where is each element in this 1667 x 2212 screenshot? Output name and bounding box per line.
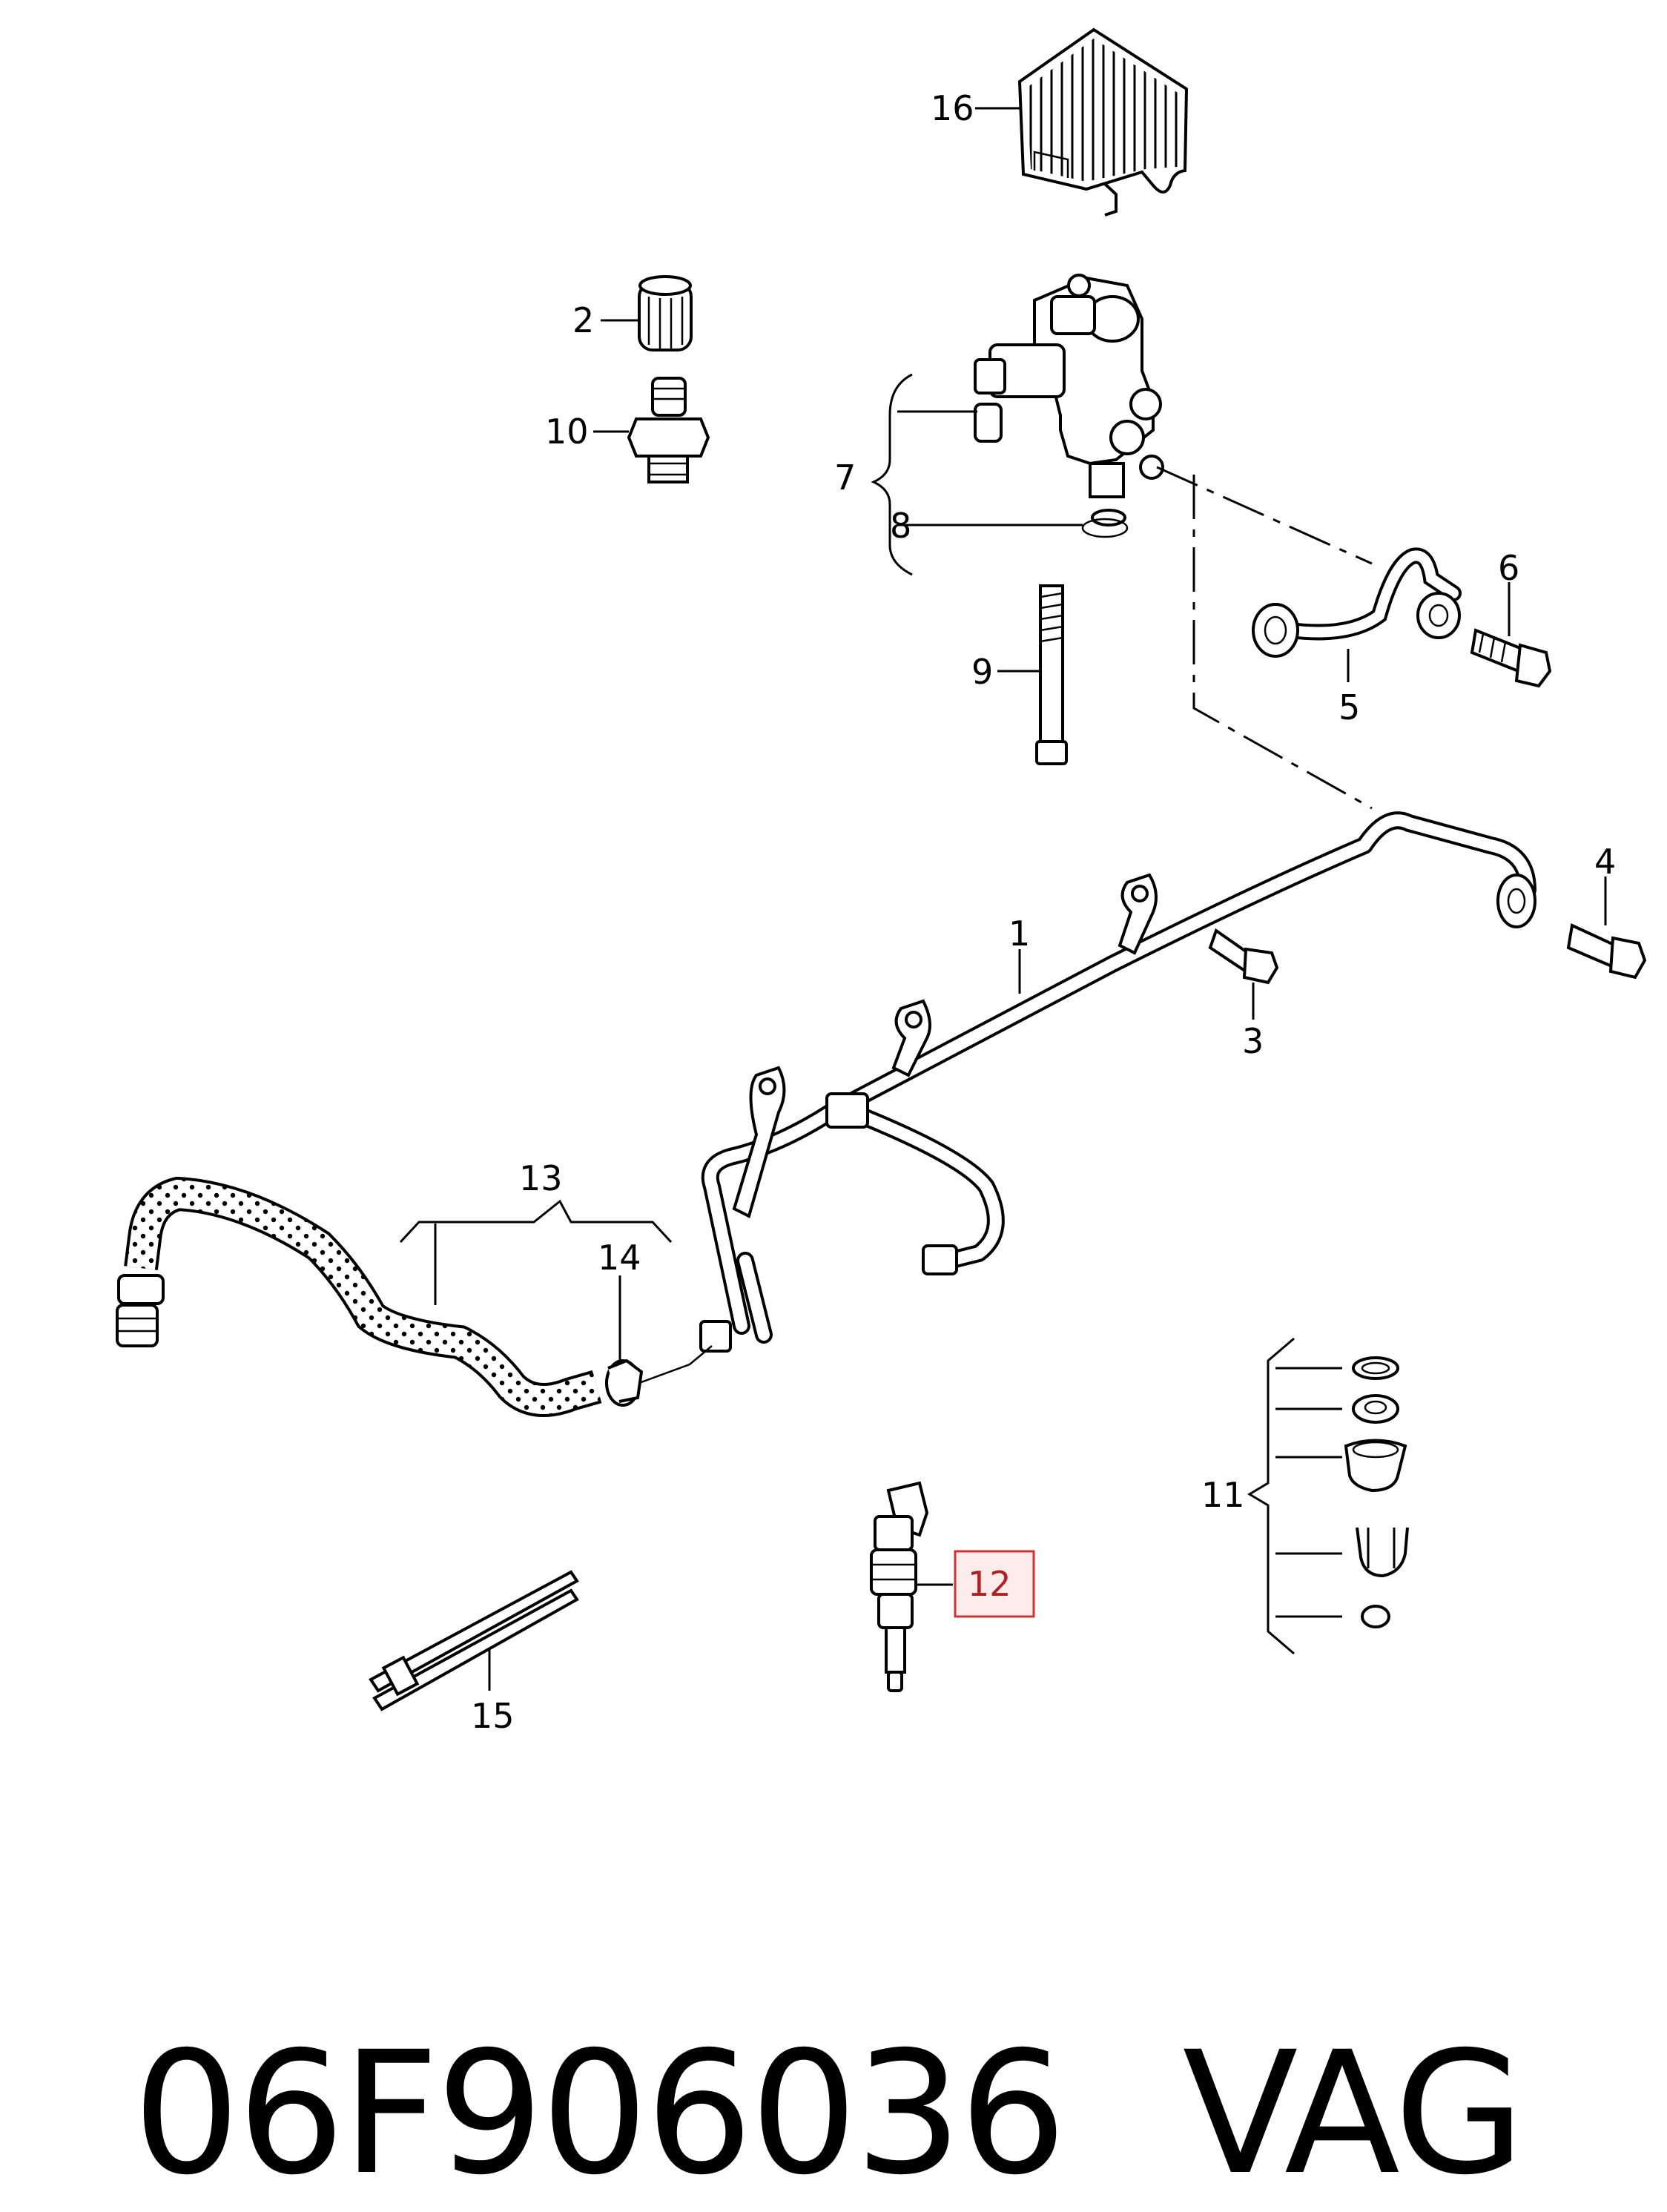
- callout-16: 16: [931, 88, 974, 128]
- part-12-highlight-box: [954, 1550, 1035, 1618]
- part-5-pipe: [1252, 547, 1462, 658]
- part-9-bolt: [1035, 584, 1068, 765]
- callout-11: 11: [1201, 1475, 1245, 1515]
- part-11-seal-kit: [1247, 1337, 1409, 1655]
- callout-3: 3: [1242, 1021, 1264, 1061]
- callout-7: 7: [834, 458, 856, 498]
- callout-15: 15: [471, 1696, 515, 1736]
- callout-2: 2: [572, 300, 594, 340]
- part-4-bolt: [1566, 923, 1647, 980]
- part-7-pump: [974, 274, 1164, 538]
- part-12-injector: [870, 1481, 929, 1692]
- callout-4: 4: [1594, 842, 1616, 882]
- part-3-bolt: [1208, 928, 1279, 985]
- brand-name: VAG: [1182, 2015, 1525, 2212]
- part-10-sensor: [627, 377, 710, 483]
- part-caption: 06F906036 VAG: [31, 1824, 1633, 2210]
- part-16-cover: [1017, 27, 1189, 217]
- part-2-cap: [638, 275, 693, 351]
- callout-14: 14: [598, 1238, 641, 1278]
- part-15-cable-ties: [369, 1570, 579, 1711]
- part-13-hose: [116, 1176, 602, 1417]
- callout-10: 10: [545, 412, 589, 452]
- part-number: 06F906036: [132, 2015, 1067, 2212]
- part-6-bolt: [1470, 628, 1552, 688]
- part-1-fuel-rail: [699, 811, 1536, 1353]
- parts-diagram: 16 2 10 7 8 9 6 5 4 1 3 13 14 11 12 15: [116, 27, 1647, 1736]
- callout-12: 12: [968, 1564, 1011, 1604]
- part-14-clamp: [605, 1345, 713, 1407]
- callout-6: 6: [1498, 548, 1519, 588]
- callout-5: 5: [1338, 687, 1360, 727]
- callout-9: 9: [971, 652, 993, 692]
- callout-8: 8: [890, 506, 911, 546]
- callout-13: 13: [519, 1158, 563, 1198]
- callout-1: 1: [1009, 914, 1030, 954]
